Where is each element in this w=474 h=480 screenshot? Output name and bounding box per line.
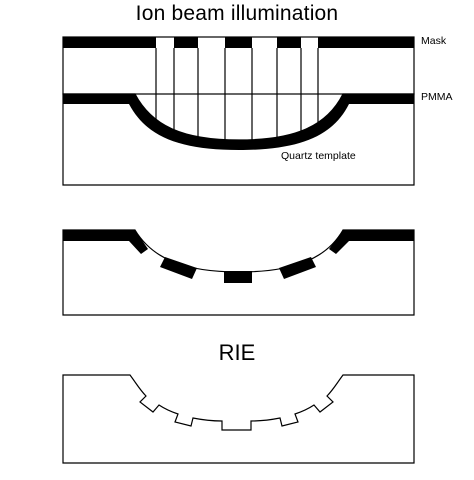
pmma-block	[224, 271, 252, 283]
mask-label: Mask	[421, 35, 447, 47]
rie-step-title: RIE	[218, 340, 256, 365]
mask-segment	[63, 37, 156, 48]
panel-ion-beam	[62, 36, 415, 186]
panel-rie	[62, 374, 415, 464]
quartz-template-label: Quartz template	[281, 150, 356, 162]
mask-segment	[174, 37, 198, 48]
pmma-segment	[63, 230, 148, 254]
mask-segment	[318, 37, 414, 48]
pmma-segment	[329, 230, 414, 254]
mask-segment	[277, 37, 301, 48]
panel-exposed-pmma	[62, 229, 415, 316]
mask-frame	[62, 36, 415, 95]
mask-segment	[225, 37, 252, 48]
quartz-template-1	[62, 93, 415, 186]
ion-beam-lines	[155, 48, 319, 144]
diagram-title: Ion beam illumination	[135, 2, 339, 25]
pmma-label: PMMA	[421, 91, 453, 103]
pmma-block	[279, 257, 316, 279]
quartz-template-etched	[62, 374, 415, 464]
pmma-layer-1	[63, 94, 414, 150]
pmma-block	[160, 257, 197, 279]
